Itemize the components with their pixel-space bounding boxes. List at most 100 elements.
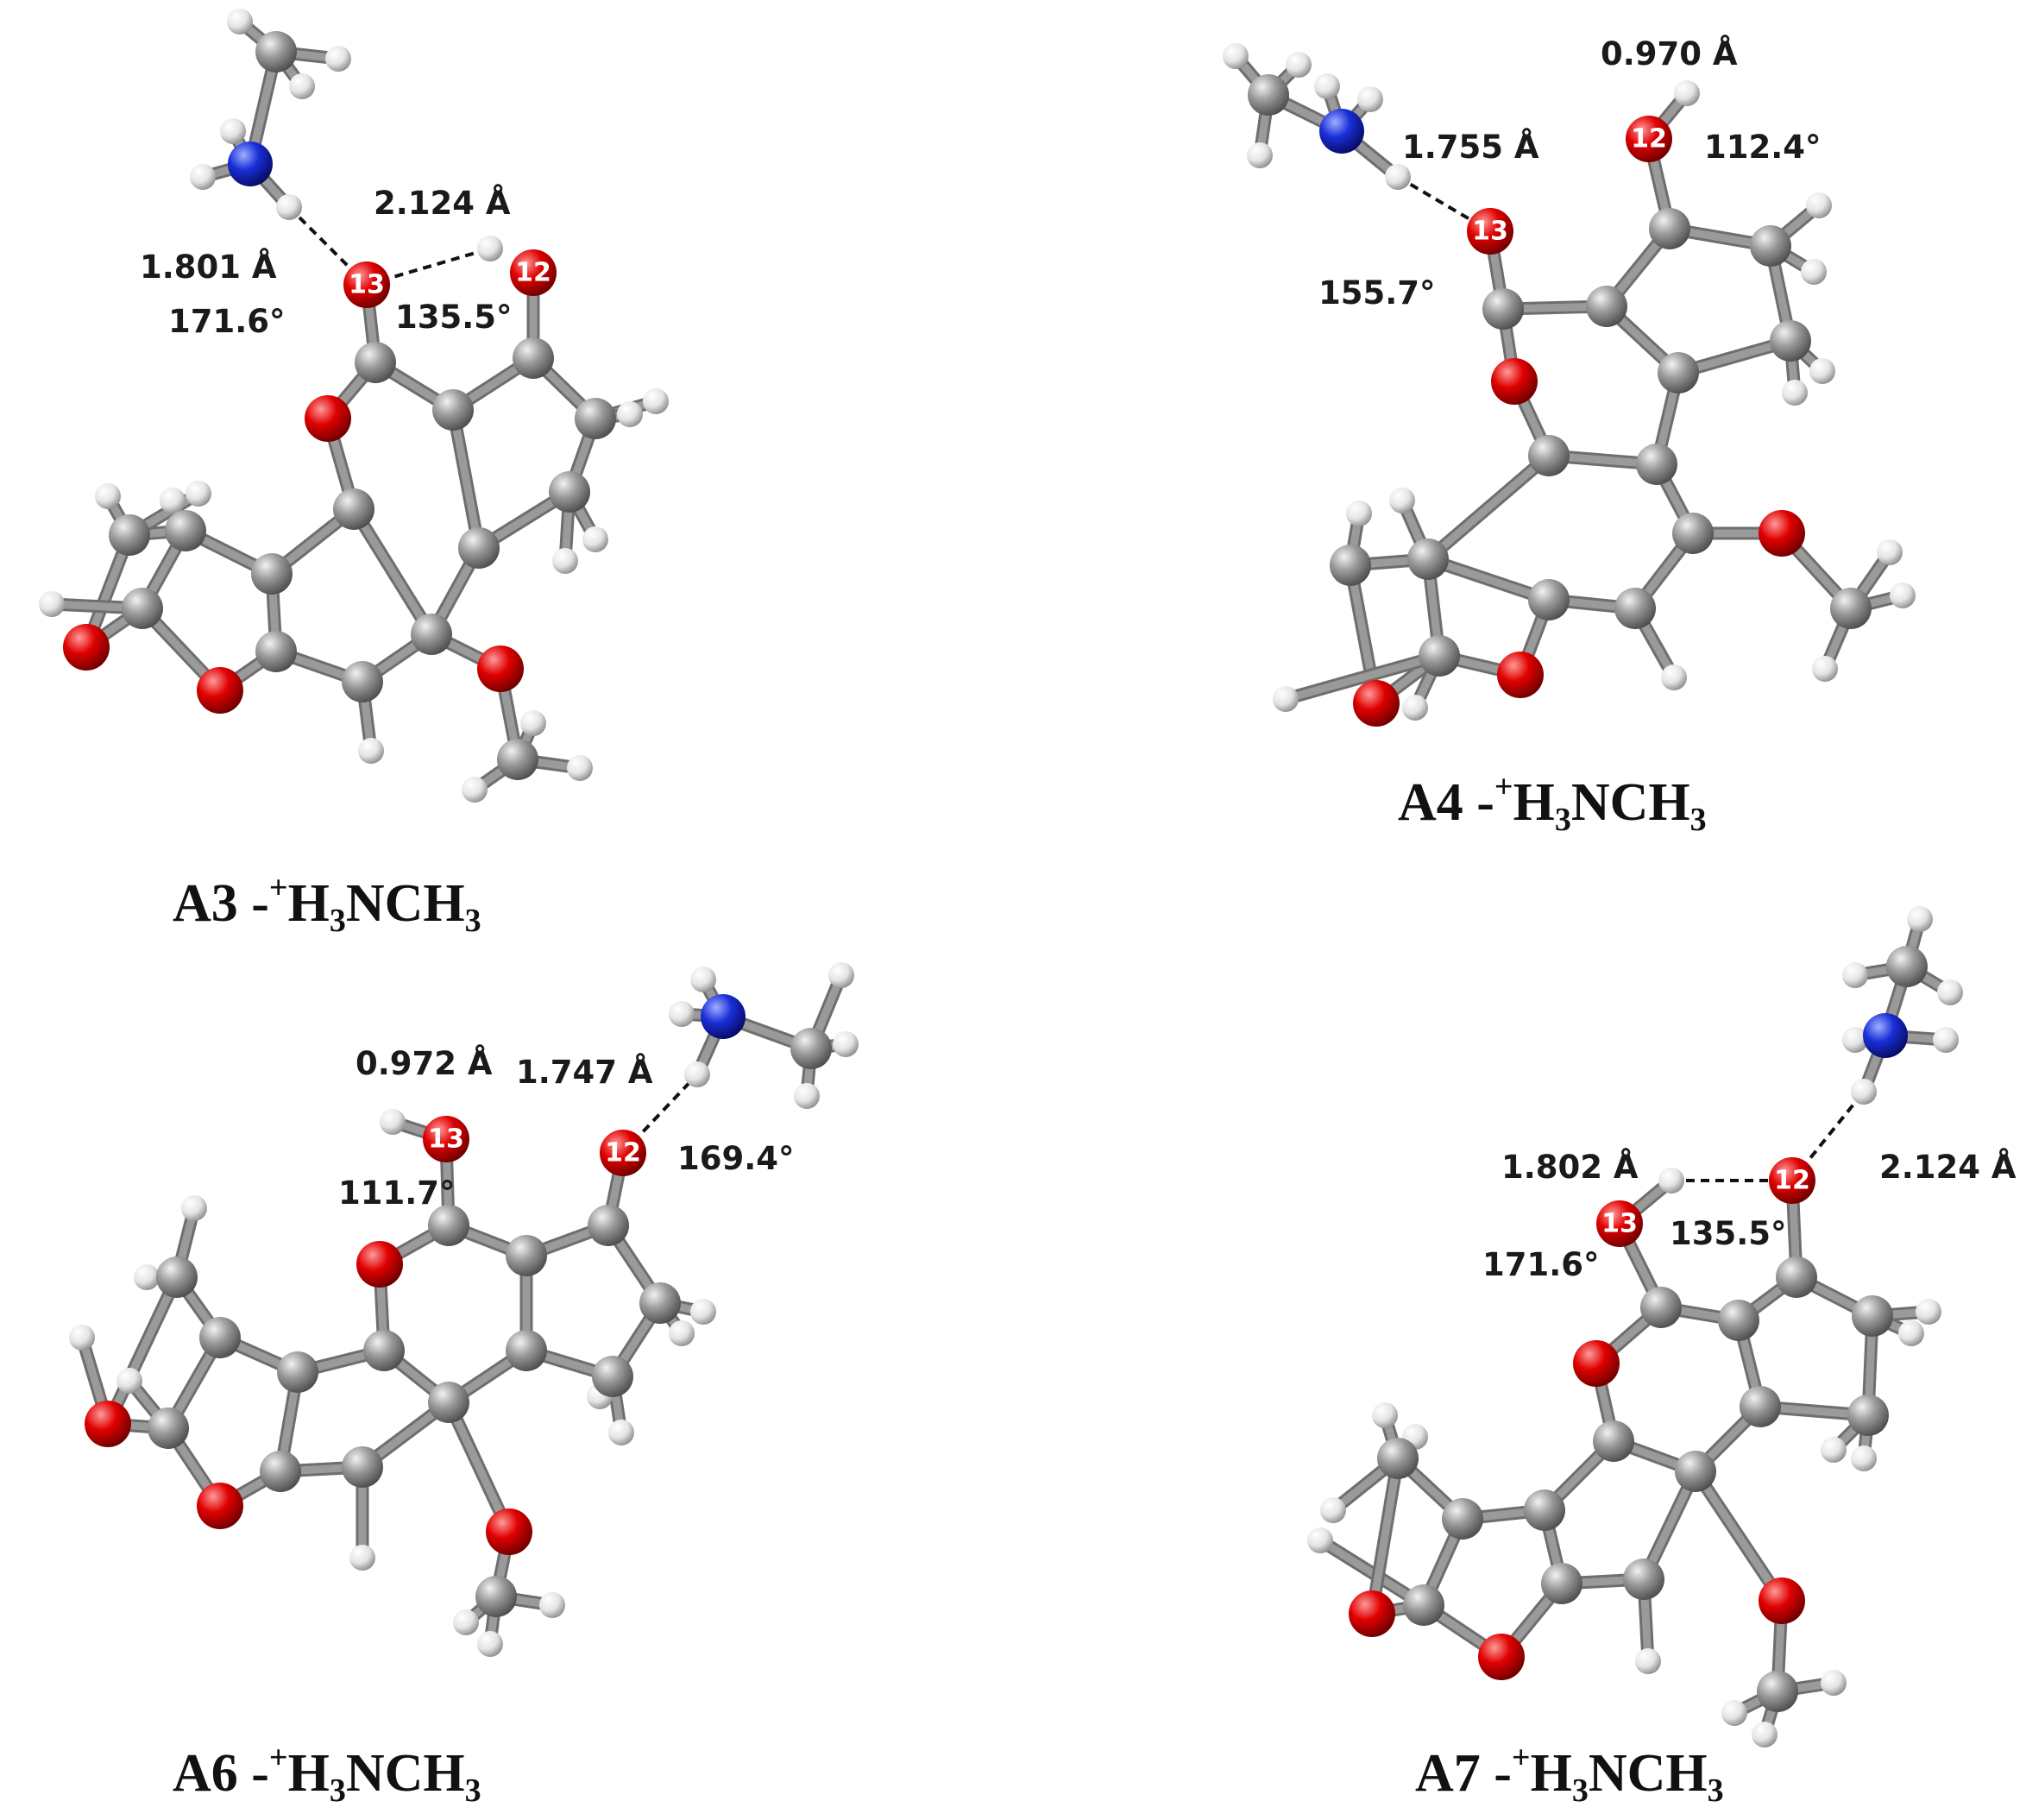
- a3-bond-highlight-43: [349, 505, 436, 639]
- a7-atom-o-o13: [1596, 1200, 1643, 1247]
- a3-atom-h-hm6: [520, 710, 546, 736]
- a4-atom-o-o16: [1353, 680, 1400, 727]
- a7-atom-o-o15: [1759, 1578, 1805, 1624]
- a6-atom-c-c4: [639, 1282, 681, 1324]
- a7-angle-oh: 171.6°: [1482, 1246, 1600, 1283]
- a4-atom-c-c13: [1407, 538, 1449, 580]
- a7-atom-h-hb1: [1372, 1402, 1398, 1428]
- caption-a3: A3 -+H3NCH3: [173, 870, 481, 939]
- a6-atom-h-hm5: [453, 1609, 479, 1635]
- a3-atom-c-c3: [513, 337, 554, 379]
- a3-atom-h-hb1: [160, 488, 186, 513]
- a3-atom-c-c10: [342, 661, 383, 702]
- a7-atom-c-c9: [1675, 1451, 1716, 1492]
- a6-atom-n-n: [701, 994, 746, 1039]
- a3-atom-h-ha3: [582, 526, 608, 552]
- a4-atom-h-hb4: [1402, 695, 1428, 721]
- a6-atom-label-13: 13: [428, 1124, 464, 1155]
- a3-atom-h-ha4: [552, 548, 578, 574]
- a4-atom-h-hn2: [1357, 86, 1383, 112]
- a7-atom-c-c12: [1403, 1584, 1444, 1626]
- a7-atom-h-hn2: [1933, 1027, 1959, 1053]
- a7-atom-h-hn1: [1842, 1027, 1868, 1053]
- a3-atom-h-hb3: [39, 591, 65, 617]
- a3-atom-h-hm3: [289, 73, 315, 99]
- a7-atom-o-o16: [1349, 1590, 1395, 1637]
- a7-angle-nh: 135.5°: [1670, 1215, 1787, 1252]
- a3-atom-h-ha1: [643, 388, 669, 414]
- a6-atom-c-c2: [506, 1235, 547, 1276]
- a7-atom-h-ha2: [1898, 1320, 1924, 1346]
- a7-atom-c-cm: [1886, 946, 1928, 987]
- a6-atom-h-hb2: [134, 1264, 160, 1290]
- a3-atom-o-o3: [305, 395, 351, 442]
- a7-atom-c-c4: [1852, 1295, 1893, 1337]
- a3-atom-h-hn3: [276, 194, 302, 220]
- a4-atom-c-c11: [1528, 579, 1570, 620]
- a4-atom-c-cm: [1248, 74, 1289, 116]
- a4-atom-c-c4: [1750, 225, 1791, 267]
- caption-a7: A7 -+H3NCH3: [1415, 1740, 1724, 1809]
- a4-atom-o-o13: [1467, 208, 1513, 255]
- a3-atom-h-hb2: [186, 481, 211, 507]
- a3-angle-nh: 171.6°: [168, 303, 286, 340]
- a7-atom-h-hb4: [1320, 1497, 1346, 1523]
- a3-atom-h-hm2: [325, 46, 351, 72]
- a3-atom-c-c14: [109, 514, 150, 556]
- a6-atom-o-o20: [197, 1483, 243, 1529]
- a4-atom-h-h: [1674, 80, 1700, 106]
- a6-atom-c-c8: [277, 1351, 318, 1393]
- a6-atom-h-hm1: [828, 962, 854, 988]
- a6-atom-o-o13: [423, 1116, 469, 1162]
- a7-atom-h-ha4: [1821, 1437, 1847, 1463]
- a6-bond-highlight-44: [104, 1273, 181, 1428]
- a4-atom-c-c3: [1649, 208, 1690, 249]
- a3-atom-h-hm5: [462, 777, 488, 803]
- a6-atom-h-hn2: [669, 1001, 695, 1027]
- a4-atom-o-o15: [1759, 510, 1805, 557]
- a3-atom-c-c12: [122, 588, 163, 629]
- a3-atom-h-hc10: [358, 738, 384, 764]
- a4-atom-c-c9: [1672, 513, 1714, 554]
- a3-atom-o-o20: [197, 667, 243, 714]
- a3-atom-h-hm4: [567, 755, 593, 781]
- a3-distance-nh: 1.801 Å: [140, 248, 277, 286]
- caption-a6: A6 -+H3NCH3: [173, 1740, 481, 1809]
- a4-atom-c-c1: [1482, 288, 1524, 330]
- a6-atom-h-hn3: [684, 1061, 710, 1087]
- a6-atom-c-cme: [475, 1576, 517, 1617]
- a4-atom-h-ha1: [1806, 192, 1832, 218]
- a7-atom-o-o12: [1769, 1157, 1815, 1204]
- a4-atom-h-ha4: [1782, 380, 1808, 406]
- a4-atom-h-hm3: [1247, 142, 1273, 168]
- a3-bond-highlight-15: [449, 406, 483, 552]
- a4-atom-c-c14: [1330, 545, 1371, 586]
- a7-atom-label-13: 13: [1601, 1209, 1638, 1239]
- a7-atom-h-h: [1658, 1168, 1684, 1193]
- a6-atom-c-c1: [428, 1205, 469, 1246]
- a6-atom-h-hb1: [181, 1195, 207, 1221]
- a3-atom-h-hb4: [95, 483, 121, 509]
- a7-atom-h-ha1: [1916, 1299, 1941, 1325]
- a4-atom-c-c8: [1636, 444, 1677, 485]
- a4-atom-h-hb2: [1346, 501, 1372, 526]
- a4-distance-nh: 1.755 Å: [1402, 128, 1539, 166]
- a6-atom-h-hm3: [794, 1083, 820, 1109]
- a3-atom-c-c11: [255, 631, 297, 672]
- a6-atom-h-hb4: [69, 1325, 95, 1351]
- a6-atom-c-c11: [260, 1451, 301, 1492]
- a6-atom-o-o3: [356, 1241, 403, 1288]
- a4-atom-c-c10: [1614, 588, 1656, 629]
- a6-atom-h-hc10: [349, 1545, 375, 1571]
- a6-atom-h-ha1: [690, 1299, 716, 1325]
- a3-atom-c-cme: [497, 739, 538, 780]
- a7-atom-h-hm4: [1821, 1670, 1847, 1696]
- a6-atom-c-c10: [342, 1446, 383, 1488]
- a7-distance-oh: 1.802 Å: [1501, 1148, 1639, 1186]
- a6-atom-o-o15: [486, 1508, 532, 1555]
- a7-bond-highlight-31: [1691, 1467, 1786, 1605]
- a4-atom-n-n: [1319, 109, 1364, 154]
- a3-atom-c-cm: [255, 31, 297, 72]
- a7-atom-c-c10: [1623, 1559, 1664, 1600]
